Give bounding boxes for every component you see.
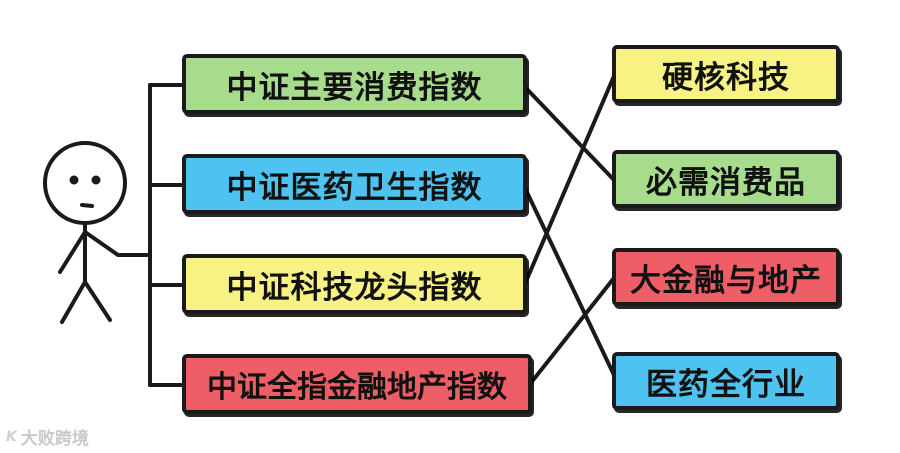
sector-box-pharma: 医药全行业 (612, 352, 840, 410)
connector-line (522, 184, 616, 377)
index-label: 中证医药卫生指数 (226, 169, 483, 206)
connector-line (528, 276, 616, 386)
sector-box-finance-realestate: 大金融与地产 (612, 248, 840, 306)
connector-line (522, 74, 616, 288)
sector-label: 医药全行业 (646, 366, 806, 403)
index-label: 中证科技龙头指数 (226, 269, 483, 306)
watermark-text: 大败跨境 (20, 429, 89, 449)
index-label: 中证主要消费指数 (226, 69, 483, 106)
watermark-logo-icon: K (6, 428, 17, 445)
index-box-tech: 中证科技龙头指数 (182, 254, 527, 314)
stick-figure-leg (83, 280, 112, 322)
watermark: K 大败跨境 (6, 424, 89, 450)
connector-line (522, 84, 616, 182)
index-label: 中证全指金融地产指数 (207, 370, 507, 405)
stick-figure-head (43, 141, 127, 225)
sector-label: 必需消费品 (646, 164, 806, 201)
stick-figure-mouth (80, 203, 94, 208)
index-box-consumer: 中证主要消费指数 (182, 54, 527, 114)
stick-figure-arm (58, 230, 87, 274)
stick-figure-leg (60, 280, 87, 324)
sector-box-consumer-staples: 必需消费品 (612, 150, 840, 208)
index-box-healthcare: 中证医药卫生指数 (182, 154, 527, 214)
index-box-finance-realestate: 中证全指金融地产指数 (182, 354, 532, 414)
stick-figure-eye (91, 175, 101, 185)
sector-label: 大金融与地产 (630, 262, 822, 299)
stick-figure-eye (69, 175, 79, 185)
sector-label: 硬核科技 (662, 59, 790, 96)
stick-figure-arm (83, 230, 152, 257)
sector-box-hardcore-tech: 硬核科技 (612, 45, 840, 103)
